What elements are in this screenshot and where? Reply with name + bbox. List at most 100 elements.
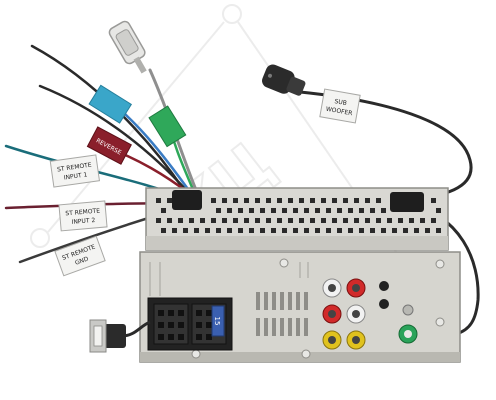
vent-hole [381, 228, 386, 233]
iso-pins [158, 310, 212, 340]
vent-hole [233, 218, 238, 223]
sub-woofer-tag: SUB WOOFER [319, 88, 361, 124]
vent-hole [282, 228, 287, 233]
vent-hole [304, 228, 309, 233]
vent-hole [310, 218, 315, 223]
vent-hole [266, 218, 271, 223]
vent-hole [337, 208, 342, 213]
vent-hole [271, 228, 276, 233]
vent-hole [222, 198, 227, 203]
vent-hole [233, 198, 238, 203]
sub-woofer-line1: SUB [334, 98, 347, 107]
vent-hole [392, 228, 397, 233]
vent-hole [365, 198, 370, 203]
vent-hole [321, 218, 326, 223]
vent-hole [271, 208, 276, 213]
vent-hole [387, 218, 392, 223]
vent-hole [381, 208, 386, 213]
right-grommet [390, 192, 424, 212]
vent-hole [359, 228, 364, 233]
st-remote-gnd-line2: GND [74, 255, 90, 266]
vent-hole [227, 228, 232, 233]
usb-cable [89, 319, 151, 353]
screw-2 [435, 259, 445, 269]
st-remote-input-2-line2: INPUT 2 [71, 217, 95, 226]
st-remote-input-1-line2: INPUT 1 [63, 171, 88, 181]
vent-hole [277, 198, 282, 203]
small-black-port-1 [379, 281, 389, 291]
screw-1 [279, 258, 289, 268]
vent-hole [260, 208, 265, 213]
vent-hole [167, 218, 172, 223]
vent-hole [354, 198, 359, 203]
vent-hole [260, 228, 265, 233]
rear-panel: 15 [139, 251, 461, 363]
vent-hole [414, 228, 419, 233]
vent-hole [403, 228, 408, 233]
vent-hole [370, 228, 375, 233]
vent-hole [299, 198, 304, 203]
vent-hole [376, 218, 381, 223]
vent-hole [332, 198, 337, 203]
vent-hole [216, 228, 221, 233]
vent-hole [227, 208, 232, 213]
vent-hole [436, 208, 441, 213]
vent-hole [376, 198, 381, 203]
vent-hole [244, 218, 249, 223]
st-remote-input-2-line1: ST REMOTE [65, 207, 100, 217]
vent-hole [348, 208, 353, 213]
vent-hole [315, 208, 320, 213]
vent-hole [238, 208, 243, 213]
reverse-wire-tag: REVERSE [86, 126, 132, 165]
screw-4 [191, 349, 201, 359]
rca-yellow-bottom-left [322, 330, 342, 350]
slot-vents [256, 292, 308, 336]
vent-hole [167, 198, 172, 203]
vent-hole [420, 218, 425, 223]
antenna-connector [108, 20, 147, 74]
vent-hole [326, 208, 331, 213]
fuse [211, 305, 225, 337]
vent-hole [310, 198, 315, 203]
rca-white-middle-right [346, 304, 366, 324]
vent-hole [277, 218, 282, 223]
rca-white-middle-left [322, 304, 342, 324]
vent-hole [238, 228, 243, 233]
vent-hole [398, 218, 403, 223]
cable-top-2 [38, 84, 190, 194]
vent-hole [348, 228, 353, 233]
rca-jacks [322, 278, 418, 350]
vent-hole [354, 218, 359, 223]
iso-connector: 15 [147, 297, 233, 351]
vent-hole [156, 218, 161, 223]
vent-hole [431, 198, 436, 203]
top-chassis [145, 187, 449, 251]
st-remote-input-1-line1: ST REMOTE [57, 162, 93, 174]
vent-hole [161, 228, 166, 233]
st-remote-gnd-tag: ST REMOTE GND [54, 235, 106, 277]
vent-hole [332, 218, 337, 223]
vent-hole [326, 228, 331, 233]
vent-hole [222, 218, 227, 223]
green-wire-tag [148, 105, 187, 148]
vent-hole [189, 218, 194, 223]
usb-plug-body [104, 324, 126, 348]
rca-red-top-right [346, 278, 366, 298]
vent-hole [293, 228, 298, 233]
st-remote-input-2-tag: ST REMOTE INPUT 2 [58, 200, 108, 232]
rca-yellow-bottom-right [346, 330, 366, 350]
rca-green-jack [398, 324, 418, 344]
vent-hole [194, 228, 199, 233]
vent-hole [161, 208, 166, 213]
panel-ribs [149, 262, 309, 296]
vent-hole [249, 228, 254, 233]
vent-hole [288, 198, 293, 203]
vent-hole [288, 218, 293, 223]
vent-hole [315, 228, 320, 233]
vent-hole [359, 208, 364, 213]
vent-hole [343, 218, 348, 223]
st-remote-input-1-tag: ST REMOTE INPUT 1 [49, 154, 101, 188]
mic-port [402, 304, 414, 316]
vent-hole [370, 208, 375, 213]
vent-hole [211, 218, 216, 223]
